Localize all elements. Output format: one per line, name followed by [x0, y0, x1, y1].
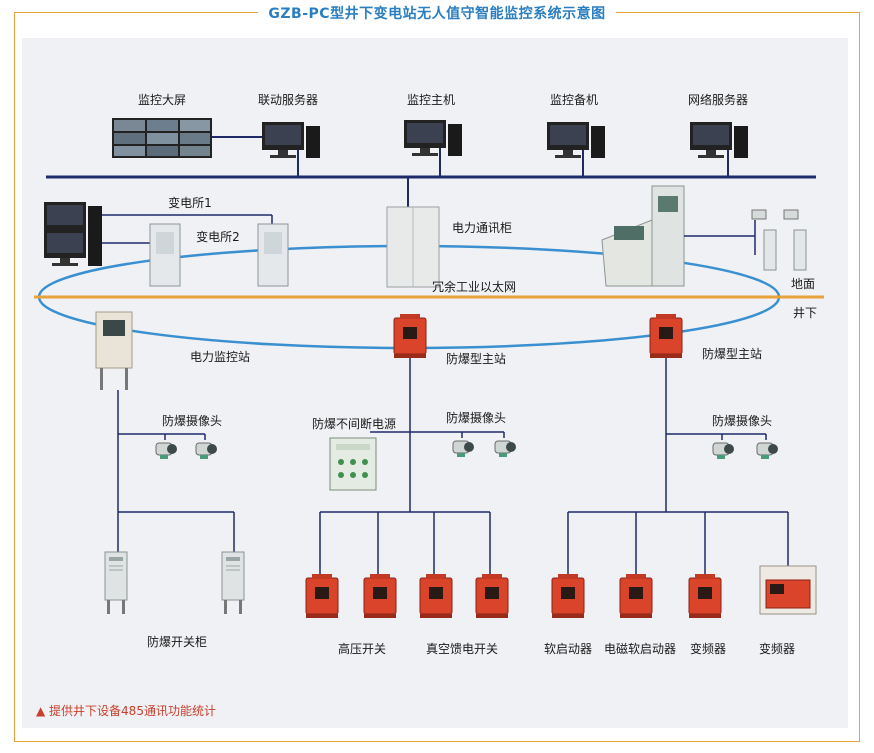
ex-camera-1b-icon — [195, 442, 218, 460]
substation-2-pc-icon — [44, 230, 102, 266]
ex-switch-cabinet-b-icon — [221, 551, 245, 615]
substation-1-cabinet-icon — [257, 223, 289, 287]
substation-1-label: 变电所1 — [168, 195, 212, 210]
power-monitor-station-label: 电力监控站 — [190, 350, 250, 364]
ex-main-station-1-icon — [393, 313, 427, 359]
ex-camera-2a-icon — [452, 440, 475, 458]
network-server-label: 网络服务器 — [688, 92, 748, 107]
vacuum-feeder-a-icon — [419, 573, 453, 619]
ex-main-station-1-label: 防爆型主站 — [446, 351, 506, 366]
hv-switch-label: 高压开关 — [338, 641, 386, 656]
linkage-server-label: 联动服务器 — [258, 92, 318, 107]
monitor-backup-icon — [547, 122, 605, 158]
power-comm-cabinet-label: 电力通讯柜 — [452, 221, 512, 235]
diagram-title: GZB-PC型井下变电站无人值守智能监控系统示意图 — [258, 3, 616, 23]
power-monitor-station-icon — [95, 311, 133, 390]
monitor-wall-icon — [112, 118, 212, 158]
monitor-host-label: 监控主机 — [407, 93, 455, 107]
em-soft-starter-label: 电磁软启动器 — [604, 641, 676, 656]
ex-switch-cabinet-label: 防爆开关柜 — [147, 634, 207, 649]
vfd-2-icon — [759, 565, 817, 615]
ex-ups-label: 防爆不间断电源 — [312, 416, 396, 431]
soft-starter-label: 软启动器 — [544, 642, 592, 656]
power-comm-cabinet-icon — [386, 206, 440, 288]
ground-label: 地面 — [791, 277, 815, 291]
ex-main-station-2-label: 防爆型主站 — [702, 346, 762, 361]
network-server-icon — [690, 122, 748, 158]
ex-main-station-2-icon — [649, 313, 683, 359]
ex-camera-1a-icon — [155, 442, 178, 460]
ex-camera-2-label: 防爆摄像头 — [446, 410, 506, 425]
substation-2-cabinet-icon — [149, 223, 181, 287]
vfd-1-label: 变频器 — [690, 641, 726, 656]
redundant-ethernet-label: 冗余工业以太网 — [432, 279, 516, 294]
vfd-1-icon — [688, 573, 722, 619]
vfd-2-label: 变频器 — [759, 641, 795, 656]
vacuum-feeder-label: 真空馈电开关 — [426, 642, 498, 656]
ex-camera-3b-icon — [756, 442, 779, 460]
vacuum-feeder-b-icon — [475, 573, 509, 619]
em-soft-starter-icon — [619, 573, 653, 619]
ex-camera-3-label: 防爆摄像头 — [712, 413, 772, 428]
monitor-host-icon — [404, 120, 462, 156]
hv-switch-a-icon — [305, 573, 339, 619]
substation-2-label: 变电所2 — [196, 229, 240, 244]
monitor-backup-label: 监控备机 — [550, 93, 598, 107]
footnote: ▲ 提供井下设备485通讯功能统计 — [36, 704, 216, 718]
ex-camera-2b-icon — [494, 440, 517, 458]
ex-switch-cabinet-a-icon — [104, 551, 128, 615]
soft-starter-icon — [551, 573, 585, 619]
ground-cameras-icon — [751, 209, 807, 271]
title-bar: GZB-PC型井下变电站无人值守智能监控系统示意图 — [0, 3, 874, 23]
control-console-icon — [601, 185, 685, 287]
monitor-screen-label: 监控大屏 — [138, 93, 186, 107]
ex-camera-3a-icon — [712, 442, 735, 460]
linkage-server-icon — [262, 122, 320, 158]
hv-switch-b-icon — [363, 573, 397, 619]
ex-ups-icon — [329, 437, 377, 491]
underground-label: 井下 — [793, 306, 817, 320]
ex-camera-1-label: 防爆摄像头 — [162, 413, 222, 428]
